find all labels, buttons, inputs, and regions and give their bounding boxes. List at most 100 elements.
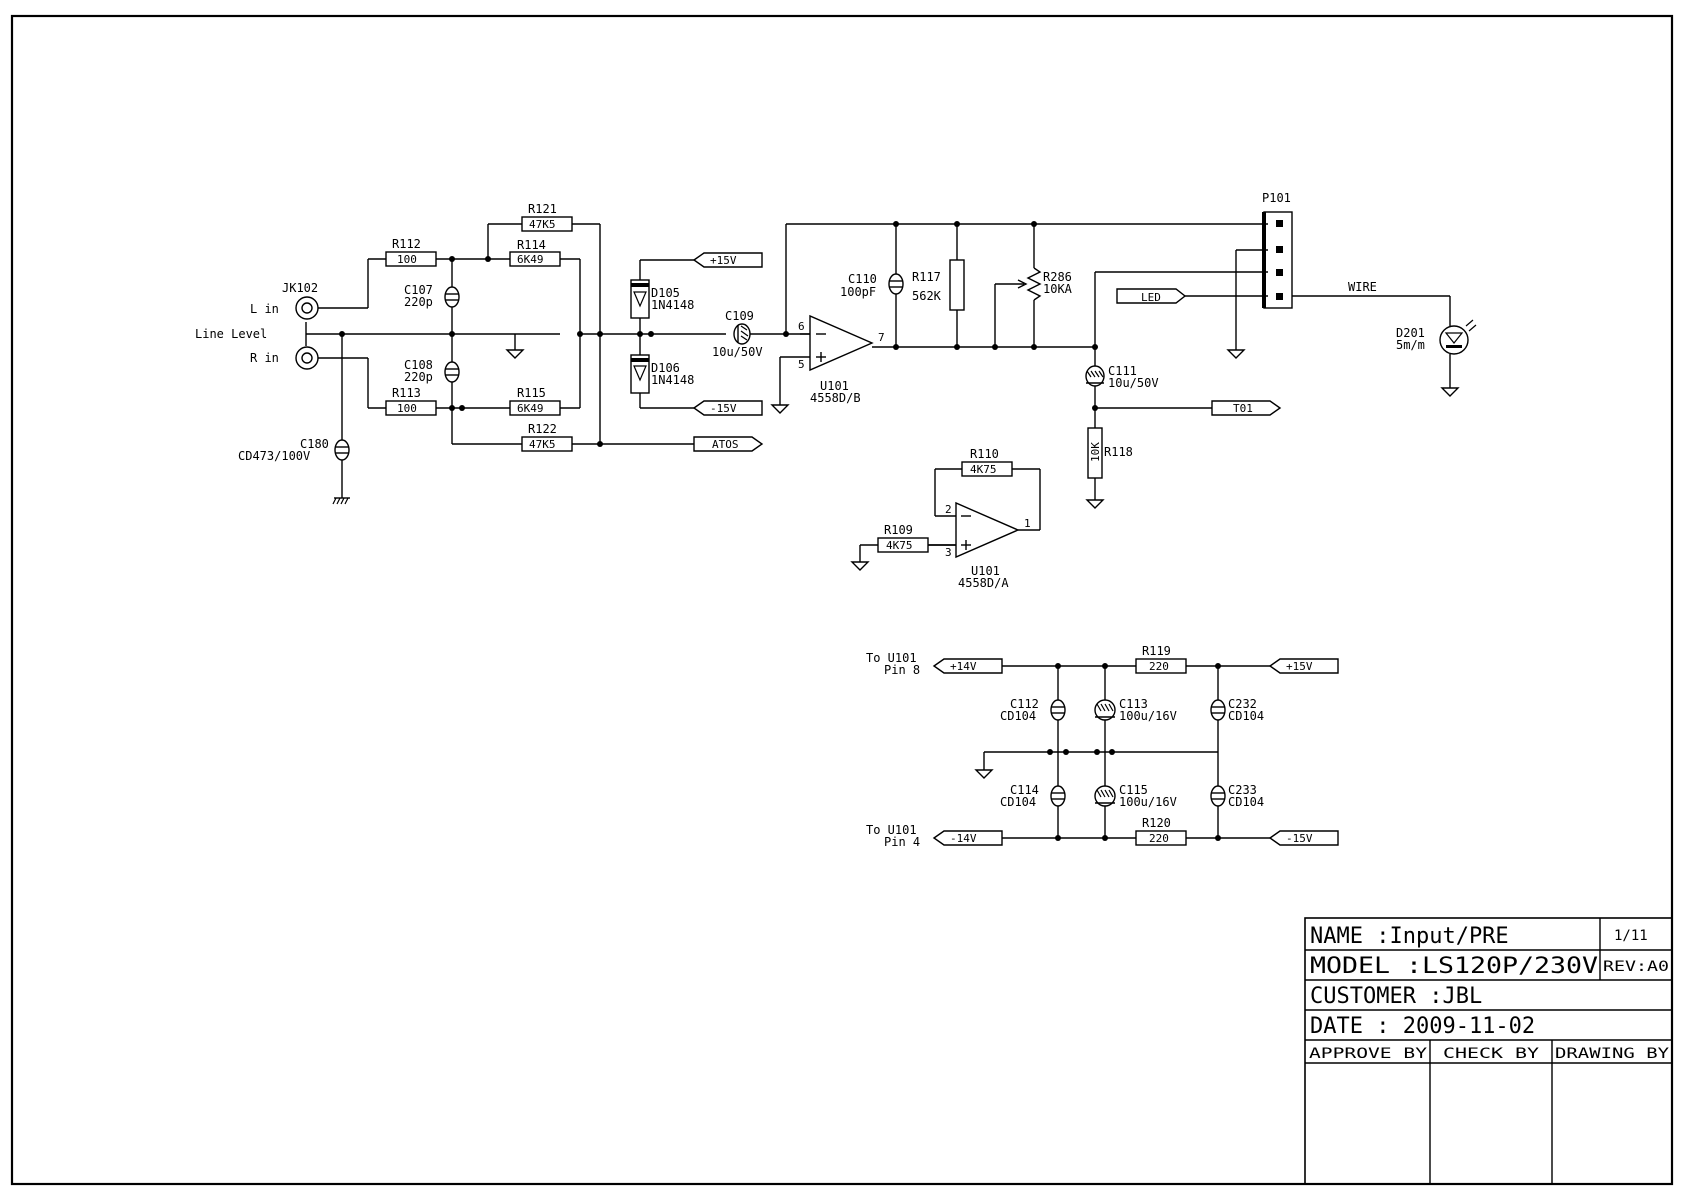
d106-value: 1N4148 [651,373,694,387]
neg14-net-label: -14V [950,832,977,845]
r118-ref: R118 [1104,445,1133,459]
pin8-label: Pin 8 [884,663,920,677]
clamp-diodes: D105 1N4148 D106 1N4148 +15V -15V ATOS [630,252,764,452]
r121-value: 47K5 [529,218,556,231]
c115-value: 100u/16V [1119,795,1177,809]
r286-potentiometer [1026,267,1042,301]
d105-value: 1N4148 [651,298,694,312]
jack-l-inner [301,302,313,314]
u101a-stage: 4K75 R110 2 3 1 U101 4558D/A 4K75 R109 [850,447,1041,590]
c109-ref: C109 [725,309,754,323]
jk102-label: JK102 [282,281,318,295]
r115-ref: R115 [517,386,546,400]
pos14-net-label: +14V [950,660,977,673]
p101-ref: P101 [1262,191,1291,205]
c232-value: CD104 [1228,709,1264,723]
led-net-label: LED [1141,291,1161,304]
c113-value: 100u/16V [1119,709,1177,723]
jack-l-outer [295,296,319,320]
c110-ref: C110 [848,272,877,286]
atos-net-flag [693,436,764,452]
u101b-value: 4558D/B [810,391,861,405]
c112-capacitor [1050,699,1066,721]
c110-capacitor [888,273,904,295]
power-section: To U101 Pin 8 +14V 220 R119 +15V To U101… [866,644,1339,849]
p101-connector [1263,211,1293,309]
u101a-pin3: 3 [945,546,952,559]
u101b-pin5: 5 [798,358,805,371]
c107-value: 220p [404,295,433,309]
pos15-net-label: +15V [710,254,737,267]
line-level-label: Line Level [195,327,267,341]
to-u101-pin8-label: To U101 [866,651,917,665]
c232-ref: C232 [1228,697,1257,711]
r114-ref: R114 [517,238,546,252]
r117-value: 562K [912,289,942,303]
c108-capacitor [444,361,460,383]
c114-capacitor [1050,785,1066,807]
r120-value: 220 [1149,832,1169,845]
r114-value: 6K49 [517,253,544,266]
c180-ref: C180 [300,437,329,451]
c180-value: CD473/100V [238,449,310,463]
c112-value: CD104 [1000,709,1036,723]
c114-ref: C114 [1010,783,1039,797]
r120-ref: R120 [1142,816,1171,830]
c114-value: CD104 [1000,795,1036,809]
neg15-net-flag [692,400,763,416]
r118-value: 10K [1089,442,1102,462]
d105-ref: D105 [651,286,680,300]
u101a-pin1: 1 [1024,517,1031,530]
pin4-label: Pin 4 [884,835,920,849]
c108-ref: C108 [404,358,433,372]
r109-value: 4K75 [886,539,913,552]
pos15-net-flag [692,252,763,268]
r112-ref: R112 [392,237,421,251]
r112-value: 100 [397,253,417,266]
title-model: MODEL :LS120P/230V [1310,954,1598,979]
title-approve-by: APPROVE BY [1309,1046,1428,1062]
c115-ref: C115 [1119,783,1148,797]
c113-ref: C113 [1119,697,1148,711]
jack-r-outer [295,346,319,370]
title-check-by: CHECK BY [1443,1046,1540,1062]
r-in-label: R in [250,351,279,365]
title-sheet: 1/11 [1614,928,1648,944]
c112-ref: C112 [1010,697,1039,711]
r122-value: 47K5 [529,438,556,451]
neg15-net-label: -15V [710,402,737,415]
u101b-pin6: 6 [798,320,805,333]
d201-ref: D201 [1396,326,1425,340]
r110-value: 4K75 [970,463,997,476]
u101b-opamp [809,314,874,372]
sheet-border [10,14,1674,1186]
l-in-label: L in [250,302,279,316]
r119-ref: R119 [1142,644,1171,658]
title-name: NAME :Input/PRE [1310,924,1509,949]
c107-ref: C107 [404,283,433,297]
c233-capacitor [1210,785,1226,807]
neg15-supply-flag [1268,830,1339,846]
r286-value: 10KA [1043,282,1073,296]
u101a-ref: U101 [971,564,1000,578]
d106-ref: D106 [651,361,680,375]
pos15-supply-label: +15V [1286,660,1313,673]
r113-ref: R113 [392,386,421,400]
r117-resistor [949,259,965,311]
c109-value: 10u/50V [712,345,763,359]
d201-value: 5m/m [1396,338,1425,352]
title-rev: REV:A0 [1603,959,1669,975]
c233-value: CD104 [1228,795,1264,809]
pos15-supply-flag [1268,658,1339,674]
preamp-stage: C109 10u/50V 6 5 7 U101 4558D/B [712,191,1477,509]
u101a-value: 4558D/A [958,576,1009,590]
title-drawing-by: DRAWING BY [1555,1046,1670,1062]
u101a-opamp [955,501,1020,559]
title-date: DATE : 2009-11-02 [1310,1014,1535,1039]
d201-led [1439,325,1469,355]
wire-label: WIRE [1348,280,1377,294]
r122-ref: R122 [528,422,557,436]
r110-ref: R110 [970,447,999,461]
title-block: NAME :Input/PRE 1/11 MODEL :LS120P/230V … [1304,917,1673,1185]
